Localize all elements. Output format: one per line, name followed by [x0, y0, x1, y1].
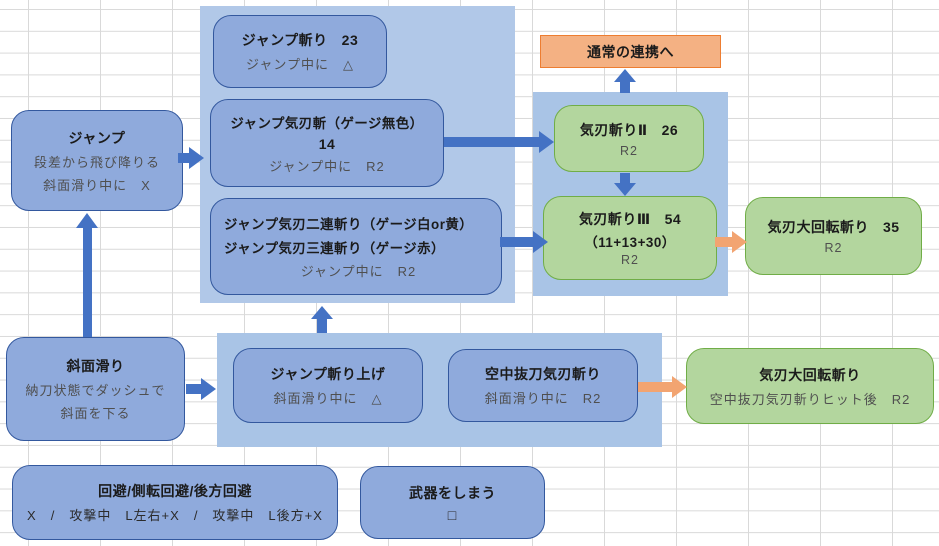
node-spirit3-input: R2: [621, 253, 639, 267]
node-jump-slash: ジャンプ斬り 23 ジャンプ中に △: [213, 15, 387, 88]
arrow-spiritslash-to-spirit2: [444, 131, 554, 153]
node-jump-title: ジャンプ: [68, 129, 126, 146]
node-roundslash-input: R2: [824, 241, 843, 255]
arrow-midair-to-roundslash-air: [638, 376, 687, 398]
node-roundslash-air-title: 気刃大回転斬り: [759, 366, 861, 383]
node-spirit2-input: R2: [620, 143, 638, 158]
node-title-row: 気刃大回転斬り 35: [767, 217, 899, 237]
node-title-row: 気刃斬りⅡ 26: [580, 120, 678, 140]
node-spirit-slash-2: 気刃斬りⅡ 26 R2: [554, 105, 704, 172]
node-jump-spirit-slash: ジャンプ気刃斬（ゲージ無色） 14 ジャンプ中に R2: [210, 99, 444, 187]
arrow-slope-to-slope-group: [186, 378, 216, 400]
node-slope-sub1: 納刀状態でダッシュで: [25, 383, 166, 398]
node-spirit3-title: 気刃斬りⅢ: [578, 211, 651, 227]
label-normal-combo-text: 通常の連携へ: [587, 43, 674, 60]
node-jump-spirit-damage: 14: [318, 135, 336, 152]
node-combo-line1: ジャンプ気刃二連斬り（ゲージ白or黄）: [224, 217, 474, 232]
node-midair-title: 空中抜刀気刃斬り: [485, 366, 601, 382]
node-spirit3-damage: 54: [664, 211, 682, 227]
node-jump-slash-title: ジャンプ斬り: [241, 32, 328, 48]
node-rising-title: ジャンプ斬り上げ: [270, 366, 386, 382]
node-spirit2-damage: 26: [661, 121, 679, 138]
node-evade: 回避/側転回避/後方回避 X / 攻撃中 L左右+X / 攻撃中 L後方+X: [12, 465, 338, 540]
node-sheathe: 武器をしまう □: [360, 466, 545, 539]
node-spirit-roundslash: 気刃大回転斬り 35 R2: [745, 197, 922, 275]
node-spirit2-title: 気刃斬りⅡ: [579, 121, 648, 138]
node-evade-input: X / 攻撃中 L左右+X / 攻撃中 L後方+X: [27, 508, 323, 523]
node-combo-input: ジャンプ中に R2: [300, 264, 417, 279]
node-slope-sub2: 斜面を下る: [60, 406, 131, 421]
node-jump-rising-slash: ジャンプ斬り上げ 斜面滑り中に △: [233, 348, 423, 423]
node-roundslash-damage: 35: [882, 219, 900, 235]
node-spirit-roundslash-air: 気刃大回転斬り 空中抜刀気刃斬りヒット後 R2: [686, 348, 934, 424]
node-jump-sub1: 段差から飛び降りる: [33, 154, 160, 170]
node-midair-input: 斜面滑り中に R2: [484, 391, 602, 406]
node-combo-line2: ジャンプ気刃三連斬り（ゲージ赤）: [224, 241, 445, 256]
node-spirit-slash-3: 気刃斬りⅢ 54 （11+13+30） R2: [543, 196, 717, 280]
node-jump-slash-input: ジャンプ中に △: [246, 57, 354, 72]
node-slope-slide: 斜面滑り 納刀状態でダッシュで 斜面を下る: [6, 337, 185, 441]
arrow-spirit2-to-spirit3: [613, 173, 637, 196]
node-rising-input: 斜面滑り中に △: [273, 391, 383, 406]
node-spirit3-formula: （11+13+30）: [584, 235, 676, 250]
node-roundslash-title: 気刃大回転斬り: [767, 219, 869, 235]
arrow-slopegroup-to-aerialgroup: [310, 306, 334, 333]
node-title-row: 気刃斬りⅢ 54: [579, 209, 681, 229]
arrow-combo-to-spirit3: [500, 231, 548, 253]
node-midair-draw-spirit: 空中抜刀気刃斬り 斜面滑り中に R2: [448, 349, 638, 422]
node-jump-sub2: 斜面滑り中に X: [43, 177, 151, 193]
node-sheathe-input: □: [447, 506, 458, 523]
arrow-jump-to-aerial-group: [178, 147, 204, 169]
label-normal-combo: 通常の連携へ: [540, 35, 721, 68]
arrow-spirit3-to-roundslash: [715, 231, 747, 253]
node-jump-spirit-input: ジャンプ中に R2: [269, 158, 385, 174]
node-jump-spirit-combo: ジャンプ気刃二連斬り（ゲージ白or黄） ジャンプ気刃三連斬り（ゲージ赤） ジャン…: [210, 198, 502, 295]
node-jump-spirit-title: ジャンプ気刃斬（ゲージ無色）: [230, 115, 424, 131]
node-title-row: ジャンプ斬り 23: [242, 30, 358, 50]
arrow-group-to-normal-combo: [613, 69, 637, 93]
node-evade-title: 回避/側転回避/後方回避: [98, 483, 252, 499]
node-jump: ジャンプ 段差から飛び降りる 斜面滑り中に X: [11, 110, 183, 211]
node-roundslash-air-input: 空中抜刀気刃斬りヒット後 R2: [709, 391, 911, 407]
arrow-slope-to-jump: [75, 213, 99, 337]
node-slope-title: 斜面滑り: [66, 358, 125, 374]
node-sheathe-title: 武器をしまう: [409, 484, 496, 501]
node-jump-slash-damage: 23: [341, 32, 359, 48]
